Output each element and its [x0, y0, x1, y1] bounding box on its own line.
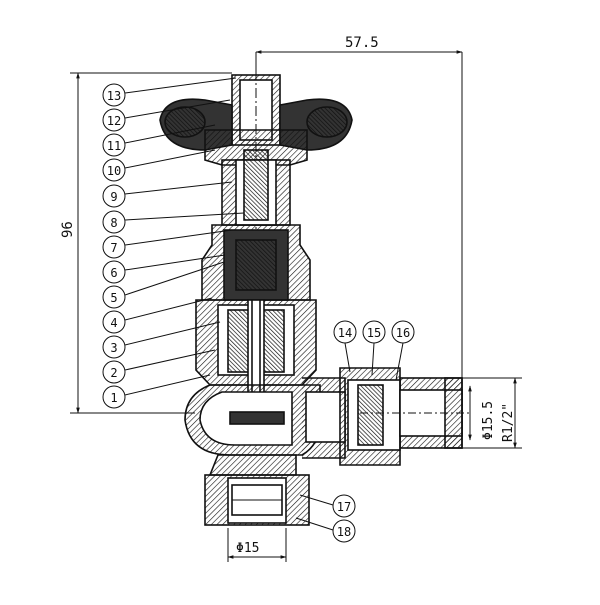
- callout-5: 5: [102, 261, 225, 309]
- svg-text:10: 10: [107, 164, 121, 178]
- dimension-height: 96: [60, 72, 232, 414]
- callout-1: 1: [102, 374, 211, 409]
- dimension-width: 57.5: [255, 35, 463, 390]
- svg-text:14: 14: [338, 326, 352, 340]
- callout-3: 3: [102, 321, 221, 359]
- svg-text:17: 17: [337, 500, 351, 514]
- dimension-thread: R1/2": [462, 377, 522, 449]
- svg-text:2: 2: [110, 366, 117, 380]
- callout-15: 15: [362, 320, 386, 376]
- dimension-height-label: 96: [60, 221, 76, 238]
- dimension-bore-label: Φ15.5: [481, 401, 496, 440]
- svg-text:8: 8: [110, 216, 117, 230]
- callout-11: 11: [102, 124, 216, 157]
- callout-12: 12: [102, 99, 231, 132]
- svg-text:11: 11: [107, 139, 121, 153]
- svg-text:7: 7: [110, 241, 117, 255]
- callout-17: 17: [299, 494, 356, 518]
- svg-text:3: 3: [110, 341, 117, 355]
- callout-16: 16: [391, 320, 415, 381]
- svg-text:5: 5: [110, 291, 117, 305]
- svg-text:15: 15: [367, 326, 381, 340]
- dimension-outlet-label: Φ15: [236, 541, 259, 556]
- callouts-bottom: 17 18: [295, 494, 356, 543]
- svg-text:6: 6: [110, 266, 117, 280]
- callout-2: 2: [102, 349, 216, 384]
- callout-13: 13: [102, 77, 237, 107]
- svg-text:18: 18: [337, 525, 351, 539]
- valve-body: [159, 70, 470, 526]
- callout-9: 9: [102, 181, 233, 208]
- dimension-bore: Φ15.5: [468, 385, 496, 441]
- callout-18: 18: [295, 517, 356, 543]
- svg-text:9: 9: [110, 190, 117, 204]
- callout-14: 14: [333, 320, 357, 373]
- callouts-right: 14 15 16: [333, 320, 415, 381]
- dimension-outlet: Φ15: [227, 528, 287, 562]
- dimension-width-label: 57.5: [345, 35, 379, 51]
- svg-text:16: 16: [396, 326, 410, 340]
- callout-8: 8: [102, 210, 245, 234]
- callout-10: 10: [102, 149, 216, 182]
- callout-7: 7: [102, 229, 233, 259]
- dimension-thread-label: R1/2": [501, 403, 516, 442]
- svg-text:13: 13: [107, 89, 121, 103]
- svg-text:12: 12: [107, 114, 121, 128]
- svg-text:1: 1: [110, 391, 117, 405]
- svg-text:4: 4: [110, 316, 117, 330]
- callout-4: 4: [102, 297, 213, 334]
- callout-6: 6: [102, 254, 226, 284]
- callouts-left: 13 12 11 10 9 8 7 6 5 4 3 2 1: [102, 77, 245, 409]
